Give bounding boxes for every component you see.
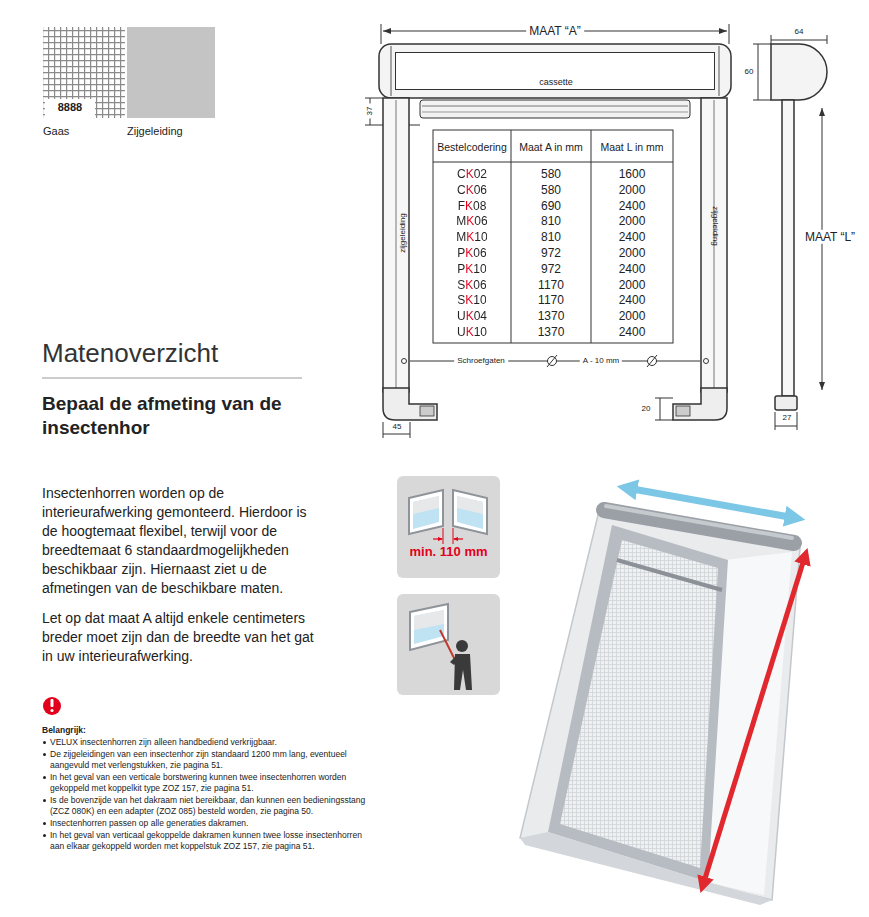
label-text: 2000 — [619, 183, 646, 197]
label-text: 972 — [541, 262, 561, 276]
label-text: 2400 — [619, 198, 646, 212]
label-text: 20 — [642, 404, 651, 414]
label-text: 1370 — [538, 325, 565, 339]
label-text: UK10 — [457, 325, 487, 339]
label-text: zijgeleiding — [710, 206, 720, 246]
label-text: 810 — [541, 230, 561, 244]
label-text: 2400 — [619, 293, 646, 307]
label-text: SK10 — [457, 293, 486, 307]
page-title: Matenoverzicht — [42, 338, 218, 369]
label-text: 972 — [541, 246, 561, 260]
label-text: 27 — [783, 413, 792, 423]
node-text: cassette — [539, 77, 573, 88]
note-bullet: De zijgeleidingen van een insectenhor zi… — [42, 749, 377, 771]
label-text: 45 — [393, 422, 402, 432]
label-text: PK06 — [457, 246, 486, 260]
label-text: Insectenhorren worden op de interieurafw… — [42, 484, 322, 598]
note-bullet: Insectenhorren passen op alle generaties… — [42, 818, 377, 829]
label-text: 2400 — [619, 230, 646, 244]
note-bullet: In het geval van een verticale borstweri… — [42, 772, 377, 794]
label-text: 2000 — [619, 277, 646, 291]
label-text: Zijgeleiding — [127, 125, 183, 138]
note-bullet: In het geval van verticaal gekoppelde da… — [42, 830, 377, 852]
label-text: 1170 — [538, 277, 564, 291]
label-text: 1170 — [538, 293, 564, 307]
label-text: 2400 — [619, 325, 646, 339]
label-text: 690 — [541, 198, 561, 212]
label-text: Bepaal de afmeting van de insectenhor — [42, 392, 312, 440]
label-text: 1600 — [619, 167, 646, 181]
label-text: 37 — [365, 104, 375, 119]
label-text: MK10 — [456, 230, 487, 244]
label-text: 2000 — [619, 309, 646, 323]
label-text: 2000 — [619, 246, 646, 260]
label-text: MAAT “L” — [802, 230, 858, 244]
note-bullet: VELUX insectenhorren zijn alleen handbed… — [42, 737, 377, 748]
label-text: Gaas — [43, 125, 69, 138]
label-text: Let op dat maat A altijd enkele centimet… — [42, 609, 322, 666]
label-text: Schroefgaten — [454, 356, 508, 366]
node-text: min. 110 mm — [409, 544, 487, 560]
label-text: 64 — [792, 27, 807, 37]
thumbnail-art — [397, 476, 500, 578]
label-text: CK06 — [457, 183, 487, 197]
label-text: A - 10 mm — [580, 356, 622, 366]
label-text: SK06 — [457, 277, 486, 291]
thumbnail-box: min. 110 mm — [397, 476, 500, 578]
note-bullet: Is de bovenzijde van het dakraam niet be… — [42, 795, 377, 817]
label-text: UK04 — [457, 309, 487, 323]
label-text: CK02 — [457, 167, 487, 181]
label-text: PK10 — [457, 262, 486, 276]
label-text: 2400 — [619, 262, 646, 276]
label-text: Belangrijk: — [42, 725, 86, 735]
cassette-box: cassette — [395, 52, 715, 90]
label-text: 580 — [541, 183, 561, 197]
label-text: Maat L in mm — [600, 141, 663, 154]
label-text: MK06 — [456, 214, 487, 228]
label-text: 2000 — [619, 214, 646, 228]
label-text: 810 — [541, 214, 561, 228]
label-text: FK08 — [458, 198, 487, 212]
code-tag: 8888 — [45, 99, 95, 118]
label-text: MAAT “A” — [526, 24, 584, 38]
label-text: 1370 — [538, 309, 565, 323]
label-text: Maat A in mm — [519, 141, 583, 154]
node-text: 8888 — [58, 101, 82, 114]
label-text: 580 — [541, 167, 561, 181]
label-text: 60 — [742, 67, 757, 77]
label-text: Bestelcodering — [437, 141, 506, 154]
label-text: zijgeleiding — [398, 213, 408, 253]
